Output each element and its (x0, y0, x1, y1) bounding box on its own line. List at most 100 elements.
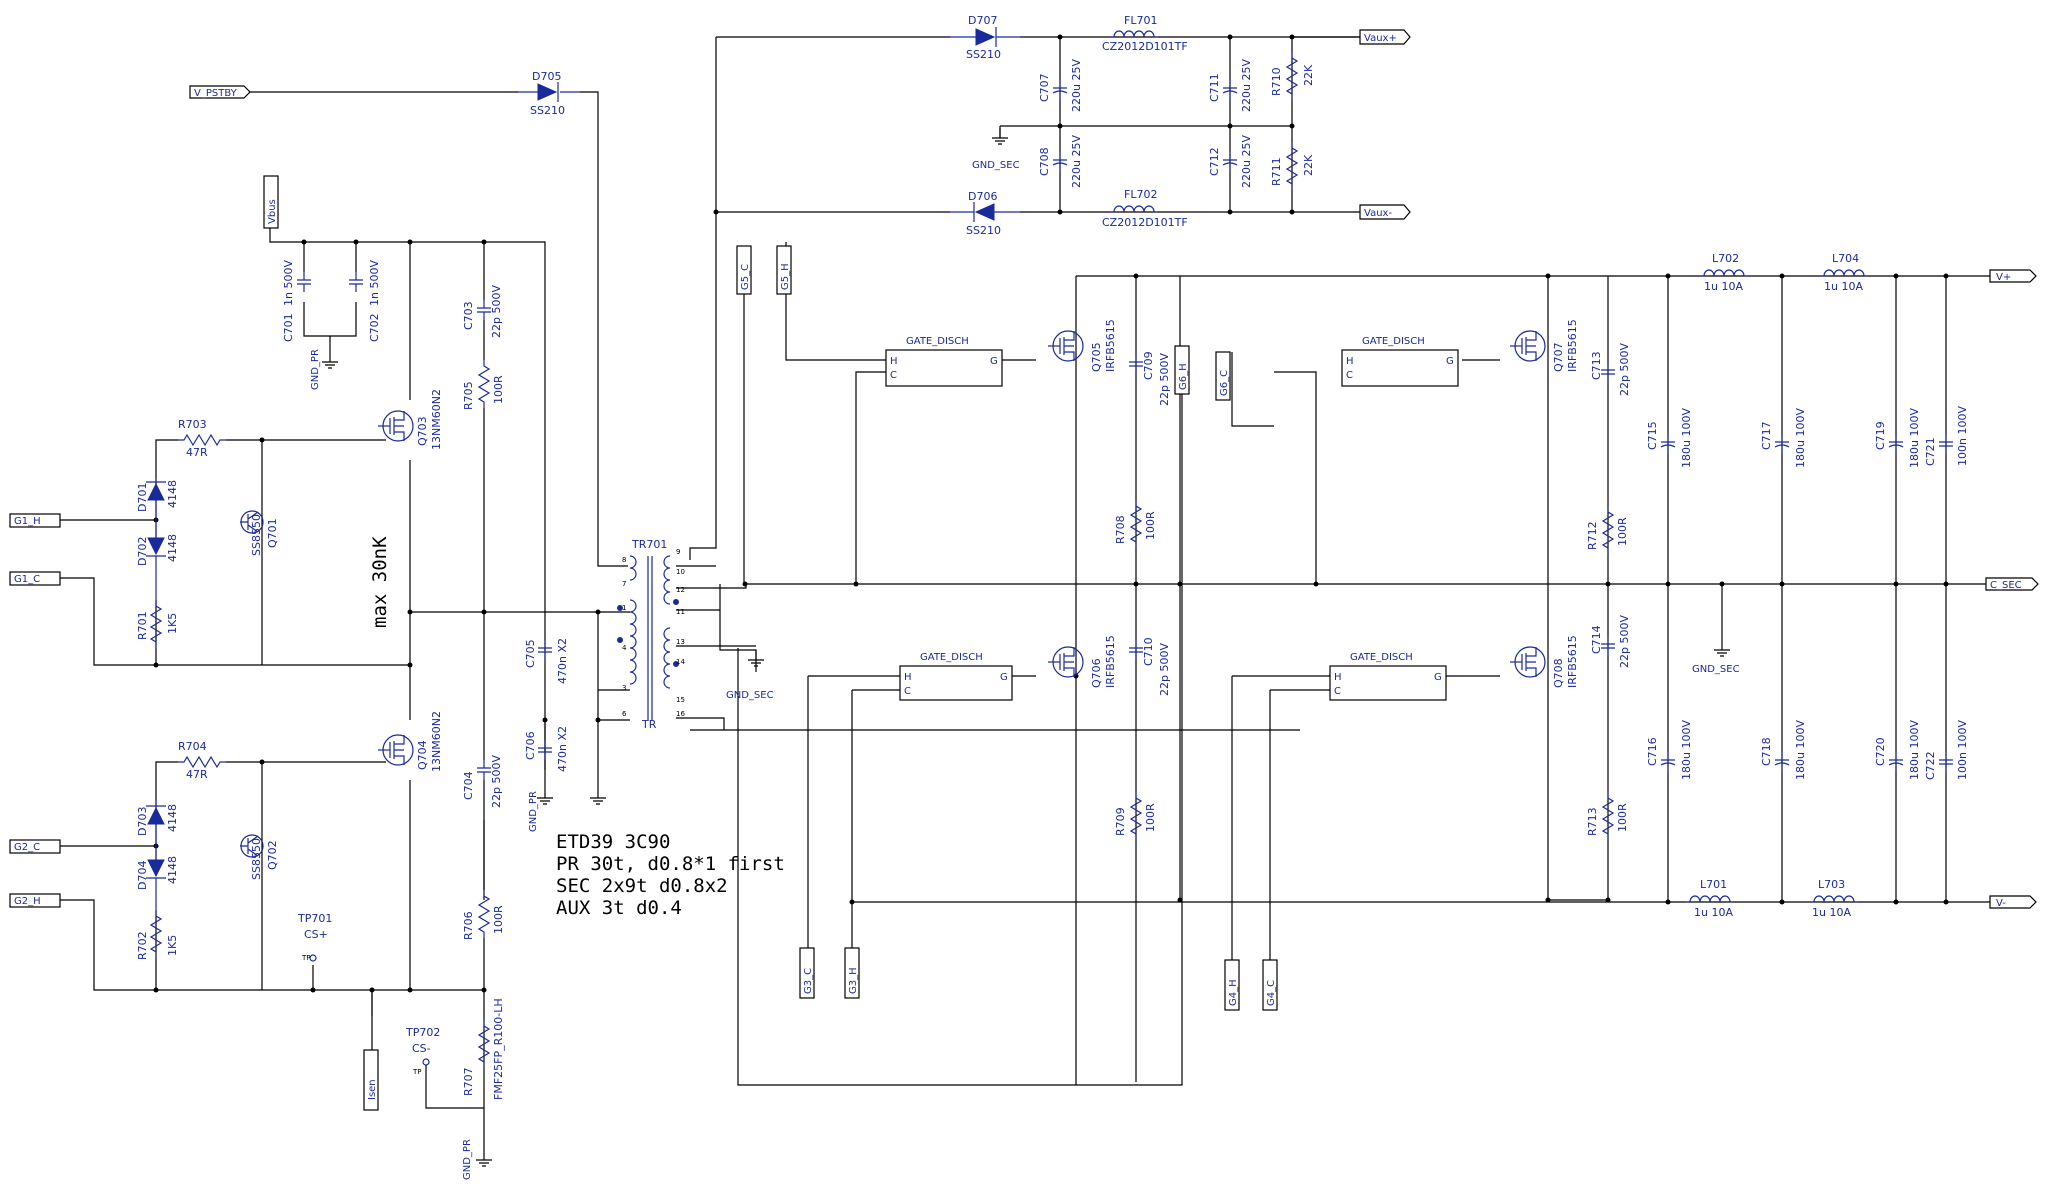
net-flag-vbus: Vbus (263, 175, 279, 229)
capacitor-c709: C709 22p 500V (1128, 351, 1171, 406)
svg-text:13: 13 (676, 638, 685, 646)
testpoint-tp701[interactable]: TP701 CS+ TP (297, 912, 332, 962)
testpoint-tp702[interactable]: TP702 CS- TP (405, 1026, 484, 1109)
svg-text:4148: 4148 (166, 480, 179, 508)
svg-text:C707: C707 (1038, 73, 1051, 102)
svg-text:4148: 4148 (166, 804, 179, 832)
svg-text:R710: R710 (1270, 67, 1283, 96)
svg-text:22p 500V: 22p 500V (1158, 643, 1171, 696)
svg-text:12: 12 (676, 586, 685, 594)
svg-text:max 30nK: max 30nK (369, 536, 391, 628)
svg-text:Q708: Q708 (1552, 658, 1565, 688)
svg-text:Q705: Q705 (1090, 342, 1103, 372)
svg-text:Q707: Q707 (1552, 342, 1565, 372)
svg-text:22p 500V: 22p 500V (490, 755, 503, 808)
svg-text:15: 15 (676, 696, 685, 704)
svg-text:V_PSTBY: V_PSTBY (194, 88, 238, 99)
capacitor-c705: C705 470n X2 (524, 638, 569, 684)
capacitor-c720: C720 180u 100V (1874, 720, 1921, 780)
net-flag-g6-h: G6_H (1174, 345, 1190, 395)
svg-text:22p 500V: 22p 500V (490, 285, 503, 338)
net-flag-g1-c: G1_C (9, 571, 61, 586)
svg-text:C701: C701 (282, 313, 295, 342)
svg-text:Q703: Q703 (416, 416, 429, 446)
svg-text:C717: C717 (1760, 421, 1773, 450)
svg-text:GND_PR: GND_PR (310, 349, 321, 390)
resistor-r712: R712 100R (1586, 505, 1629, 555)
pnp-q702: Q702 SS8550 (239, 834, 279, 880)
svg-text:4148: 4148 (166, 534, 179, 562)
svg-text:C: C (1334, 686, 1341, 697)
svg-text:22K: 22K (1302, 154, 1315, 176)
svg-text:IRFB5615: IRFB5615 (1566, 319, 1579, 372)
svg-text:R707: R707 (462, 1067, 475, 1096)
svg-text:180u 100V: 180u 100V (1680, 408, 1693, 468)
diode-d707: D707 SS210 (950, 14, 1020, 61)
svg-text:1u 10A: 1u 10A (1812, 906, 1851, 919)
svg-text:220u 25V: 220u 25V (1070, 59, 1083, 112)
svg-text:Isen: Isen (367, 1079, 378, 1100)
net-flag-vaux-pos: Vaux+ (1292, 29, 1411, 45)
svg-text:Vaux-: Vaux- (1364, 208, 1392, 219)
net-flag-v-pstby: V_PSTBY (189, 85, 251, 99)
net-flag-c-sec: C_SEC (1985, 577, 2039, 591)
pnp-q701: Q701 SS8550 (239, 510, 279, 556)
svg-text:D702: D702 (136, 537, 149, 566)
svg-text:V-: V- (1996, 898, 2006, 909)
svg-text:D705: D705 (532, 70, 561, 83)
svg-text:C709: C709 (1142, 351, 1155, 380)
svg-text:SS210: SS210 (530, 104, 565, 117)
svg-text:C703: C703 (462, 301, 475, 330)
svg-text:1: 1 (622, 604, 626, 612)
svg-text:TP: TP (412, 1068, 422, 1076)
svg-text:6: 6 (622, 710, 627, 718)
capacitor-c715: C715 180u 100V (1646, 408, 1693, 468)
inductor-fl702: FL702 CZ2012D101TF (1102, 188, 1188, 229)
mosfet-q704: Q704 13NM60N2 (377, 711, 443, 772)
svg-text:47R: 47R (186, 768, 208, 781)
svg-text:C721: C721 (1924, 437, 1937, 466)
capacitor-c702: C702 1n 500V (348, 260, 381, 342)
svg-text:C714: C714 (1590, 625, 1603, 654)
capacitor-c716: C716 180u 100V (1646, 720, 1693, 780)
svg-text:GATE_DISCH: GATE_DISCH (906, 336, 969, 347)
svg-text:4: 4 (622, 644, 627, 652)
svg-text:SS8550: SS8550 (250, 514, 263, 556)
capacitor-c712: C712 220u 25V (1208, 135, 1253, 188)
resistor-r713: R713 100R (1586, 791, 1629, 841)
svg-text:R711: R711 (1270, 157, 1283, 186)
svg-text:180u 100V: 180u 100V (1794, 408, 1807, 468)
svg-text:GATE_DISCH: GATE_DISCH (920, 652, 983, 663)
capacitor-c708: C708 220u 25V (1038, 135, 1083, 188)
svg-text:G1_C: G1_C (14, 574, 40, 585)
diode-d704: D704 4148 (136, 846, 179, 910)
svg-text:22p 500V: 22p 500V (1618, 615, 1631, 668)
capacitor-c704: C704 22p 500V (462, 740, 503, 1020)
svg-text:R709: R709 (1114, 807, 1127, 836)
svg-text:D701: D701 (136, 483, 149, 512)
svg-text:G4_C: G4_C (1266, 980, 1277, 1006)
mosfet-q705: Q705 IRFB5615 (1047, 319, 1117, 372)
svg-text:C718: C718 (1760, 737, 1773, 766)
svg-text:TP701: TP701 (297, 912, 332, 925)
net-flag-v-pos: V+ (1989, 269, 2037, 283)
svg-text:TR701: TR701 (631, 538, 667, 551)
junction-dots (153, 34, 1949, 993)
svg-text:C713: C713 (1590, 351, 1603, 380)
capacitor-c721: C721 100n 100V (1924, 406, 1969, 466)
svg-text:C: C (890, 370, 897, 381)
svg-text:1n 500V: 1n 500V (368, 260, 381, 306)
svg-text:C702: C702 (368, 313, 381, 342)
svg-text:100R: 100R (1616, 517, 1629, 546)
svg-text:D703: D703 (136, 807, 149, 836)
svg-text:Q702: Q702 (266, 840, 279, 870)
svg-text:PR 30t, d0.8*1 first: PR 30t, d0.8*1 first (556, 853, 785, 875)
svg-text:Vbus: Vbus (267, 199, 278, 224)
svg-text:L703: L703 (1818, 878, 1845, 891)
svg-text:L702: L702 (1712, 252, 1739, 265)
capacitor-c710: C710 22p 500V (1128, 637, 1171, 696)
svg-text:C716: C716 (1646, 737, 1659, 766)
svg-text:C711: C711 (1208, 73, 1221, 102)
svg-text:Q706: Q706 (1090, 658, 1103, 688)
